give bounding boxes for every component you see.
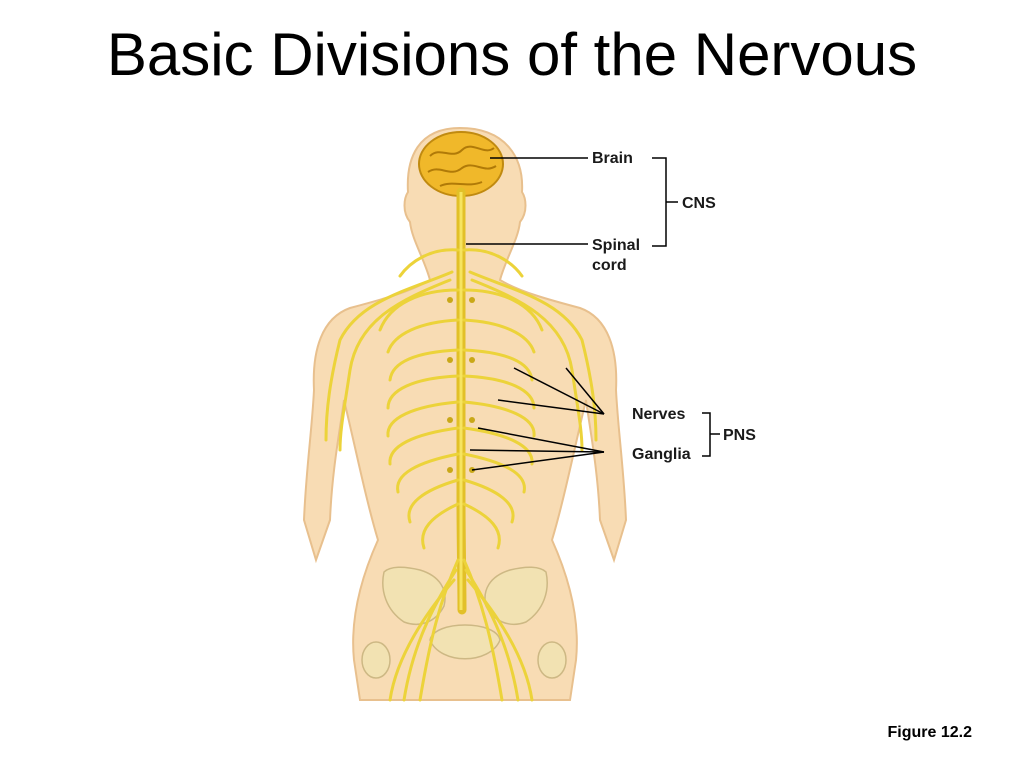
- brain: [418, 131, 504, 197]
- label-ganglia: Ganglia: [632, 446, 691, 463]
- pns-bracket: [702, 412, 720, 457]
- label-brain: Brain: [592, 150, 633, 167]
- peripheral-nerves: [324, 248, 598, 702]
- spinal-cord: [456, 187, 467, 615]
- cns-bracket: [652, 157, 678, 247]
- leader-lines: [466, 157, 605, 471]
- label-spinal: Spinal: [592, 237, 640, 254]
- pelvis: [361, 566, 567, 679]
- slide-title: Basic Divisions of the Nervous: [106, 21, 918, 88]
- ganglia: [447, 297, 475, 473]
- figure-caption: Figure 12.2: [887, 724, 972, 741]
- label-pns: PNS: [723, 427, 756, 444]
- label-cns: CNS: [682, 195, 716, 212]
- label-nerves: Nerves: [632, 406, 685, 423]
- label-cord: cord: [592, 257, 627, 274]
